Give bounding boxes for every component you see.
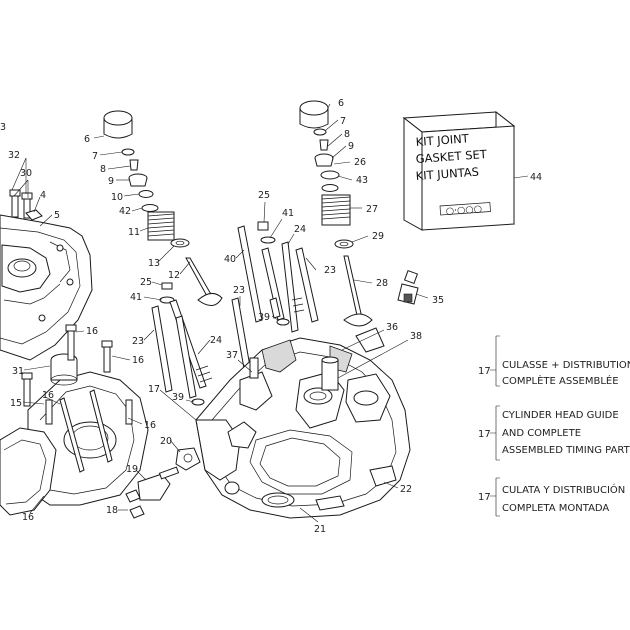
callout-17: 17 (148, 384, 160, 395)
legend-english-number: 17 (478, 429, 491, 440)
callout-38: 38 (410, 331, 422, 342)
callout-10: 10 (111, 192, 123, 203)
callout-15: 15 (10, 398, 22, 409)
callout-20: 20 (160, 436, 172, 447)
pushrods-right (237, 221, 319, 333)
callout-41-right: 41 (282, 208, 294, 219)
callout-42: 42 (119, 206, 131, 217)
callout-23-left: 23 (132, 336, 144, 347)
legend-english: 17 CYLINDER HEAD GUIDE AND COMPLETE ASSE… (478, 405, 630, 461)
callout-6-left: 6 (84, 134, 90, 145)
legend-french-line2: COMPLÈTE ASSEMBLÉE (502, 374, 619, 387)
cover-screws (9, 189, 43, 221)
callout-23-right: 23 (324, 265, 336, 276)
legend-french: 17 CULASSE + DISTRIBUTION COMPLÈTE ASSEM… (478, 335, 630, 387)
callout-27: 27 (366, 204, 378, 215)
temperature-sensor (397, 269, 419, 305)
callout-26: 26 (354, 157, 366, 168)
pushrods-left (151, 282, 253, 406)
callout-43: 43 (356, 175, 368, 186)
kit-label-line1: KIT JOINT (415, 131, 470, 149)
callout-numbers: 3 32 30 4 5 31 15 16 16 16 16 16 6 7 8 9… (0, 98, 542, 535)
callout-21: 21 (314, 524, 326, 535)
callout-16a: 16 (86, 326, 98, 337)
valve-cover (0, 214, 93, 361)
callout-18: 18 (106, 505, 118, 516)
chain-tensioner (125, 447, 201, 519)
callout-3: 3 (0, 122, 6, 133)
callout-16b: 16 (132, 355, 144, 366)
callout-36: 36 (386, 322, 398, 333)
callout-41-left: 41 (130, 292, 142, 303)
leader-lines (11, 103, 529, 523)
callout-8-left: 8 (100, 164, 106, 175)
callout-16c: 16 (42, 390, 54, 401)
callout-19: 19 (126, 464, 138, 475)
callout-23-center: 23 (233, 285, 245, 296)
cylinder-block-left (0, 324, 149, 516)
gasket-kit-box: KIT JOINT GASKET SET KIT JUNTAS ○·○○○ (402, 110, 516, 231)
callout-24-left: 24 (210, 335, 222, 346)
assembly-legend: 17 CULASSE + DISTRIBUTION COMPLÈTE ASSEM… (478, 335, 630, 517)
callout-22: 22 (400, 484, 412, 495)
kit-label-line2: GASKET SET (415, 147, 488, 166)
callout-31: 31 (12, 366, 24, 377)
callout-4: 4 (40, 190, 46, 201)
callout-24-right: 24 (294, 224, 306, 235)
callout-8-right: 8 (344, 129, 350, 140)
callout-16e: 16 (22, 512, 34, 523)
callout-30: 30 (20, 168, 32, 179)
legend-spanish: 17 CULATA Y DISTRIBUCIÓN COMPLETA MONTAD… (478, 477, 625, 517)
callout-39-left: 39 (172, 392, 184, 403)
callout-44: 44 (530, 172, 542, 183)
legend-english-line3: ASSEMBLED TIMING PARTS (502, 445, 630, 456)
kit-brand-logo: ○·○○○ (445, 203, 482, 216)
kit-label-line3: KIT JUNTAS (415, 165, 479, 183)
callout-39-right: 39 (258, 312, 270, 323)
callout-12: 12 (168, 270, 180, 281)
cylinder-head-main (195, 327, 411, 519)
legend-french-number: 17 (478, 366, 491, 377)
callout-25-right: 25 (258, 190, 270, 201)
legend-spanish-line2: COMPLETA MONTADA (502, 503, 609, 514)
callout-6-right: 6 (338, 98, 344, 109)
callout-35: 35 (432, 295, 444, 306)
legend-french-line1: CULASSE + DISTRIBUTION (502, 360, 630, 371)
legend-english-line1: CYLINDER HEAD GUIDE (502, 410, 619, 421)
valve-stack-left (103, 110, 223, 306)
legend-english-line2: AND COMPLETE (502, 428, 581, 439)
callout-28: 28 (376, 278, 388, 289)
callout-9-right: 9 (348, 141, 354, 152)
legend-spanish-number: 17 (478, 492, 491, 503)
callout-40: 40 (224, 254, 236, 265)
callout-29: 29 (372, 231, 384, 242)
callout-16d: 16 (144, 420, 156, 431)
valve-stack-right (299, 100, 373, 327)
callout-9-left: 9 (108, 176, 114, 187)
callout-25-left: 25 (140, 277, 152, 288)
legend-spanish-line1: CULATA Y DISTRIBUCIÓN (502, 483, 625, 496)
callout-37: 37 (226, 350, 238, 361)
callout-5: 5 (54, 210, 60, 221)
callout-7-left: 7 (92, 151, 98, 162)
callout-11: 11 (128, 227, 140, 238)
callout-13: 13 (148, 258, 160, 269)
callout-32: 32 (8, 150, 20, 161)
callout-7-right: 7 (340, 116, 346, 127)
